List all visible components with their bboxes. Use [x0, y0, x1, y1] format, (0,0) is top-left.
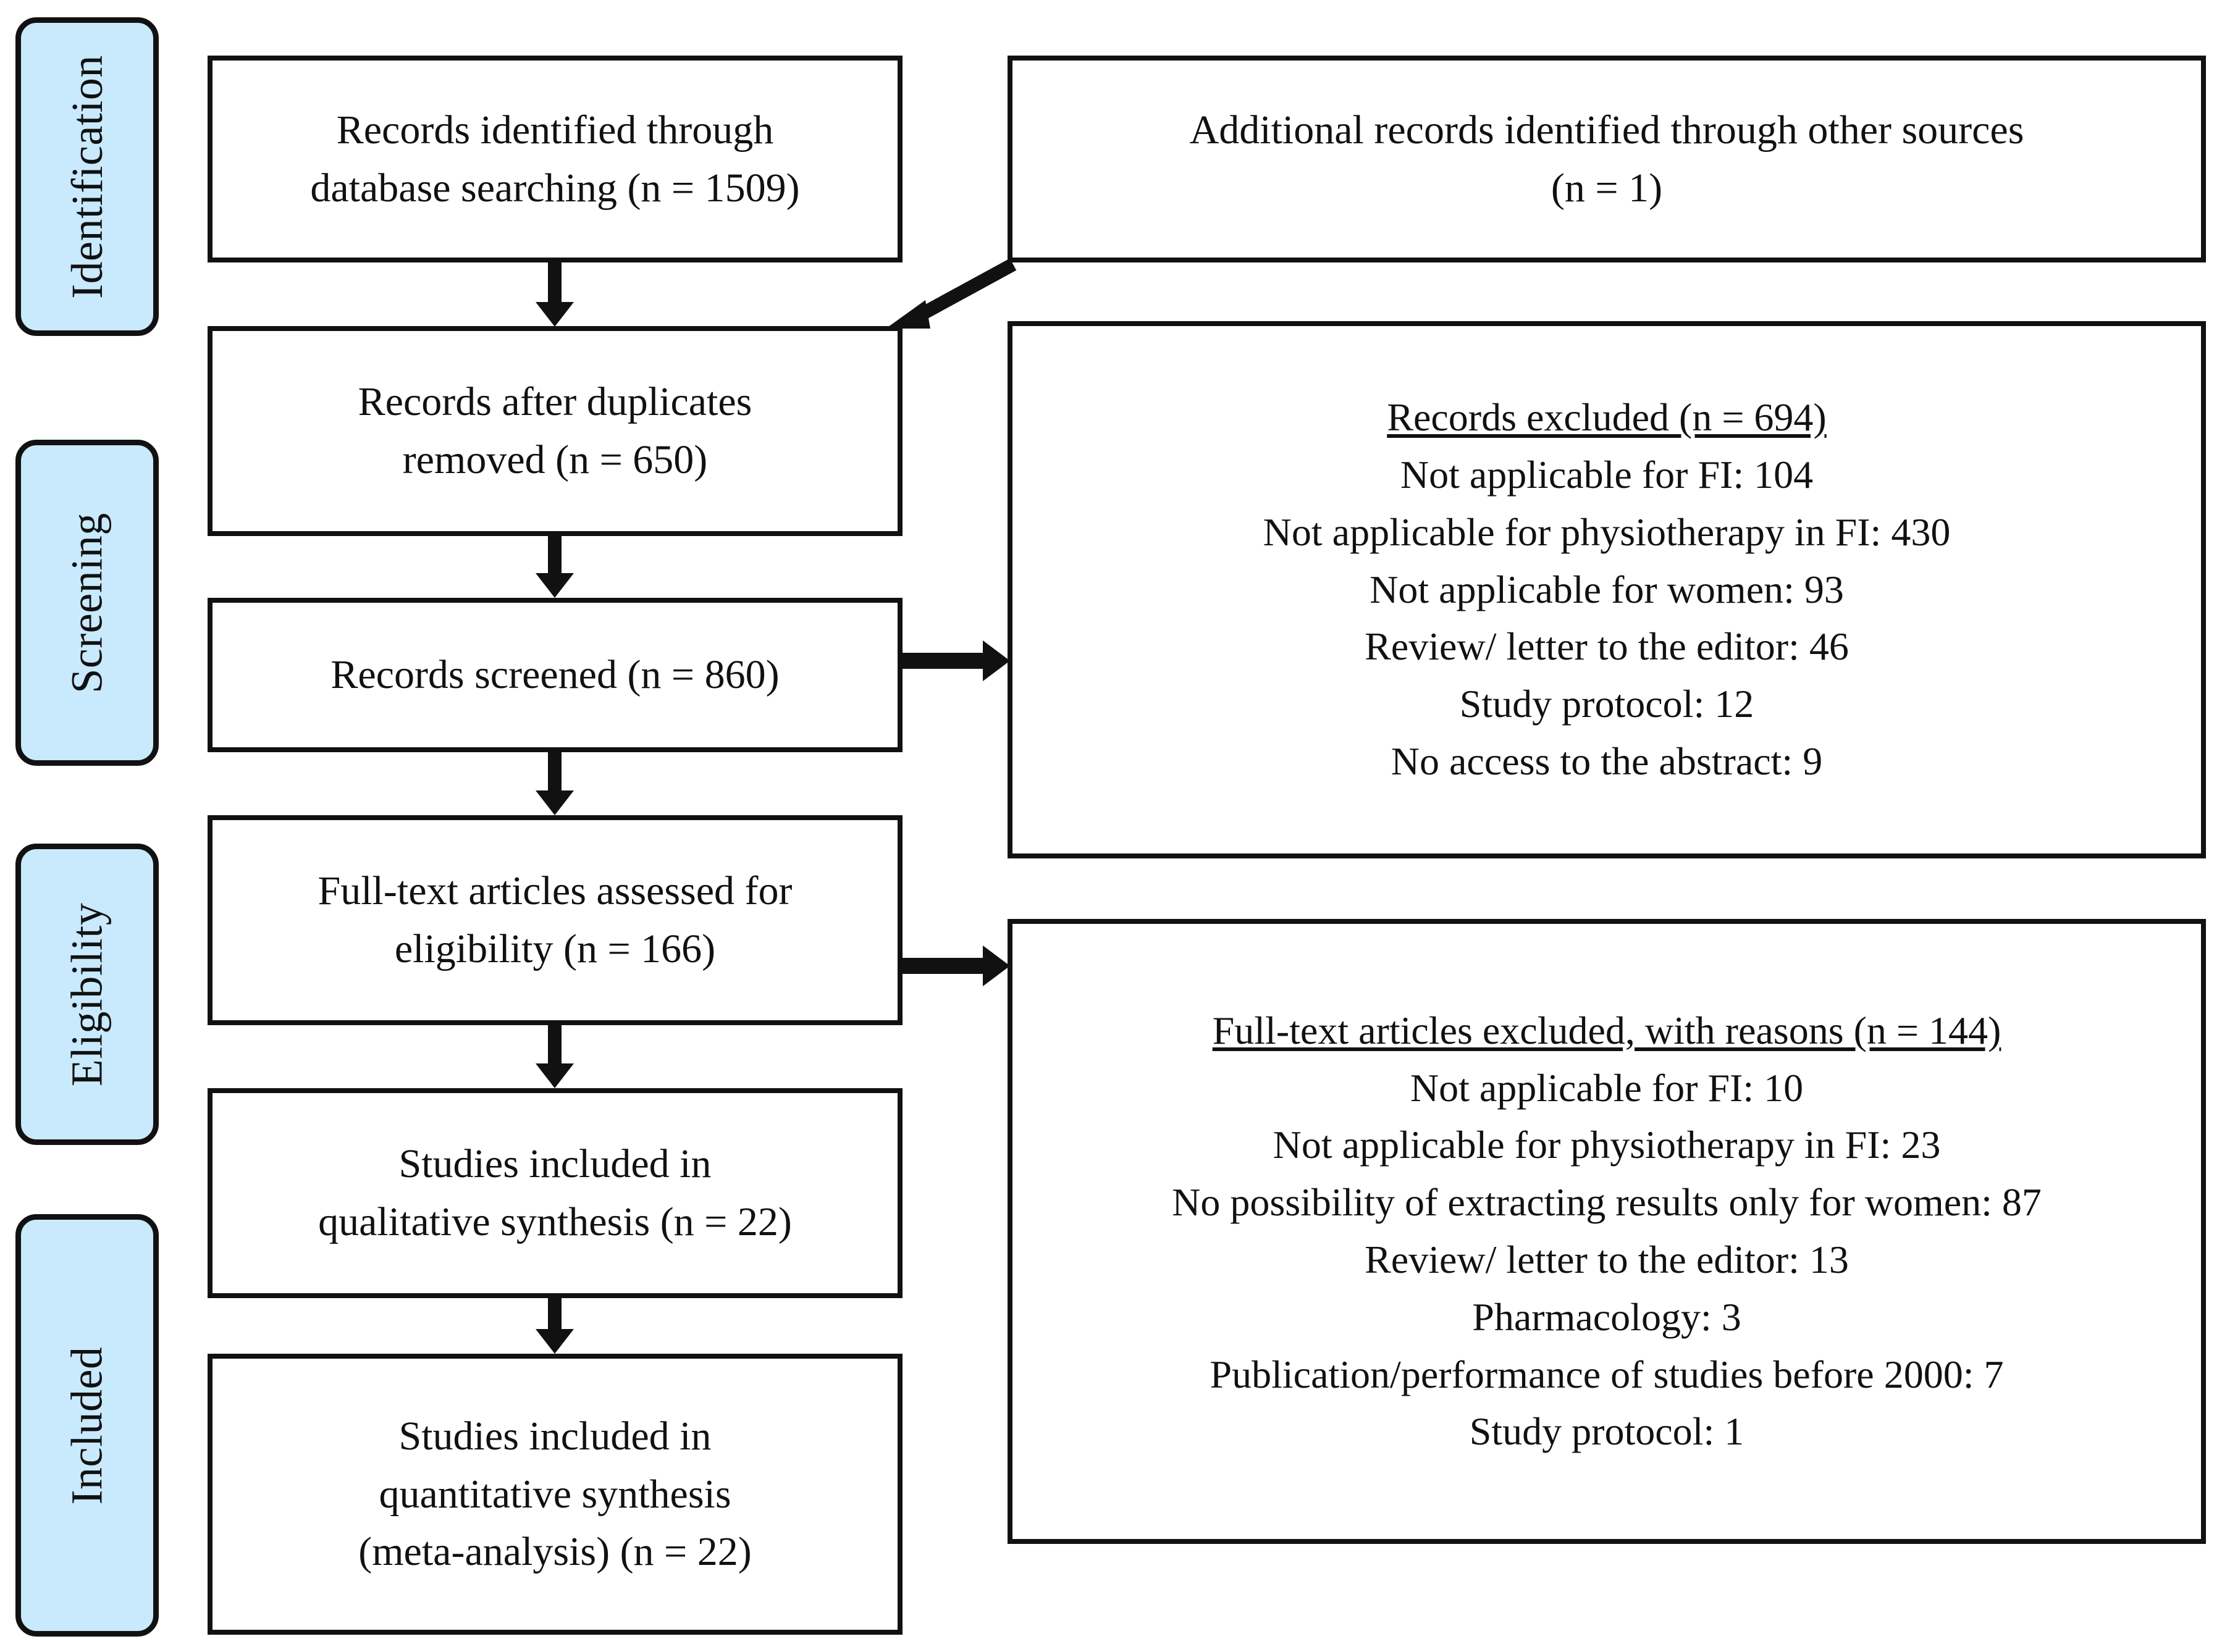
box-qualitative-synthesis-line-2: qualitative synthesis (n = 22)	[318, 1199, 792, 1244]
box-fulltext-excluded-line-6: Publication/performance of studies befor…	[1210, 1352, 2004, 1396]
box-records-screened-line-1: Records screened (n = 860)	[330, 652, 780, 698]
box-fulltext-excluded-line-5: Pharmacology: 3	[1472, 1294, 1741, 1339]
stage-identification: Identification	[15, 17, 159, 336]
box-additional-records-line-1: Additional records identified through ot…	[1189, 107, 2024, 153]
box-fulltext-assessed-line-1: Full-text articles assessed for	[318, 868, 793, 914]
stage-identification-label: Identification	[62, 54, 112, 299]
box-additional-records: Additional records identified through ot…	[1008, 56, 2206, 262]
box-records-excluded-heading: Records excluded (n = 694)	[1387, 395, 1827, 440]
stage-included-label: Included	[62, 1346, 112, 1504]
box-records-excluded-line-5: Study protocol: 12	[1459, 682, 1754, 726]
stage-eligibility-label: Eligibility	[62, 902, 112, 1086]
box-qualitative-synthesis: Studies included in qualitative synthesi…	[208, 1088, 903, 1298]
box-duplicates-removed: Records after duplicates removed (n = 65…	[208, 326, 903, 536]
box-records-identified: Records identified through database sear…	[208, 56, 903, 262]
box-records-excluded-line-4: Review/ letter to the editor: 46	[1365, 624, 1849, 669]
box-records-excluded-line-6: No access to the abstract: 9	[1391, 739, 1823, 783]
box-quantitative-synthesis-line-1: Studies included in	[398, 1413, 712, 1459]
box-quantitative-synthesis: Studies included in quantitative synthes…	[208, 1354, 903, 1635]
stage-included: Included	[15, 1214, 159, 1637]
box-fulltext-assessed: Full-text articles assessed for eligibil…	[208, 815, 903, 1025]
box-fulltext-excluded-line-4: Review/ letter to the editor: 13	[1365, 1238, 1849, 1281]
box-records-identified-line-2: database searching (n = 1509)	[310, 165, 800, 211]
box-fulltext-excluded: Full-text articles excluded, with reason…	[1008, 919, 2206, 1544]
box-duplicates-removed-line-2: removed (n = 650)	[402, 437, 708, 482]
box-quantitative-synthesis-line-2: quantitative synthesis	[379, 1471, 731, 1517]
box-fulltext-excluded-line-3: No possibility of extracting results onl…	[1172, 1180, 2042, 1225]
box-additional-records-line-2: (n = 1)	[1551, 165, 1663, 211]
box-duplicates-removed-line-1: Records after duplicates	[358, 379, 752, 425]
box-fulltext-excluded-line-7: Study protocol: 1	[1469, 1409, 1744, 1454]
box-fulltext-excluded-line-1: Not applicable for FI: 10	[1410, 1065, 1804, 1110]
stage-screening: Screening	[15, 440, 159, 766]
stage-screening-label: Screening	[62, 512, 112, 694]
box-quantitative-synthesis-line-3: (meta-analysis) (n = 22)	[358, 1529, 752, 1575]
box-fulltext-excluded-heading: Full-text articles excluded, with reason…	[1212, 1008, 2001, 1052]
box-records-excluded-line-3: Not applicable for women: 93	[1370, 567, 1844, 611]
box-records-excluded: Records excluded (n = 694) Not applicabl…	[1008, 321, 2206, 858]
box-fulltext-assessed-line-2: eligibility (n = 166)	[394, 926, 716, 971]
box-fulltext-excluded-line-2: Not applicable for physiotherapy in FI: …	[1273, 1123, 1941, 1167]
stage-eligibility: Eligibility	[15, 844, 159, 1145]
box-qualitative-synthesis-line-1: Studies included in	[398, 1141, 712, 1187]
box-records-identified-line-1: Records identified through	[336, 107, 774, 153]
box-records-excluded-line-2: Not applicable for physiotherapy in FI: …	[1263, 509, 1951, 554]
box-records-screened: Records screened (n = 860)	[208, 598, 903, 752]
box-records-excluded-line-1: Not applicable for FI: 104	[1400, 453, 1814, 497]
